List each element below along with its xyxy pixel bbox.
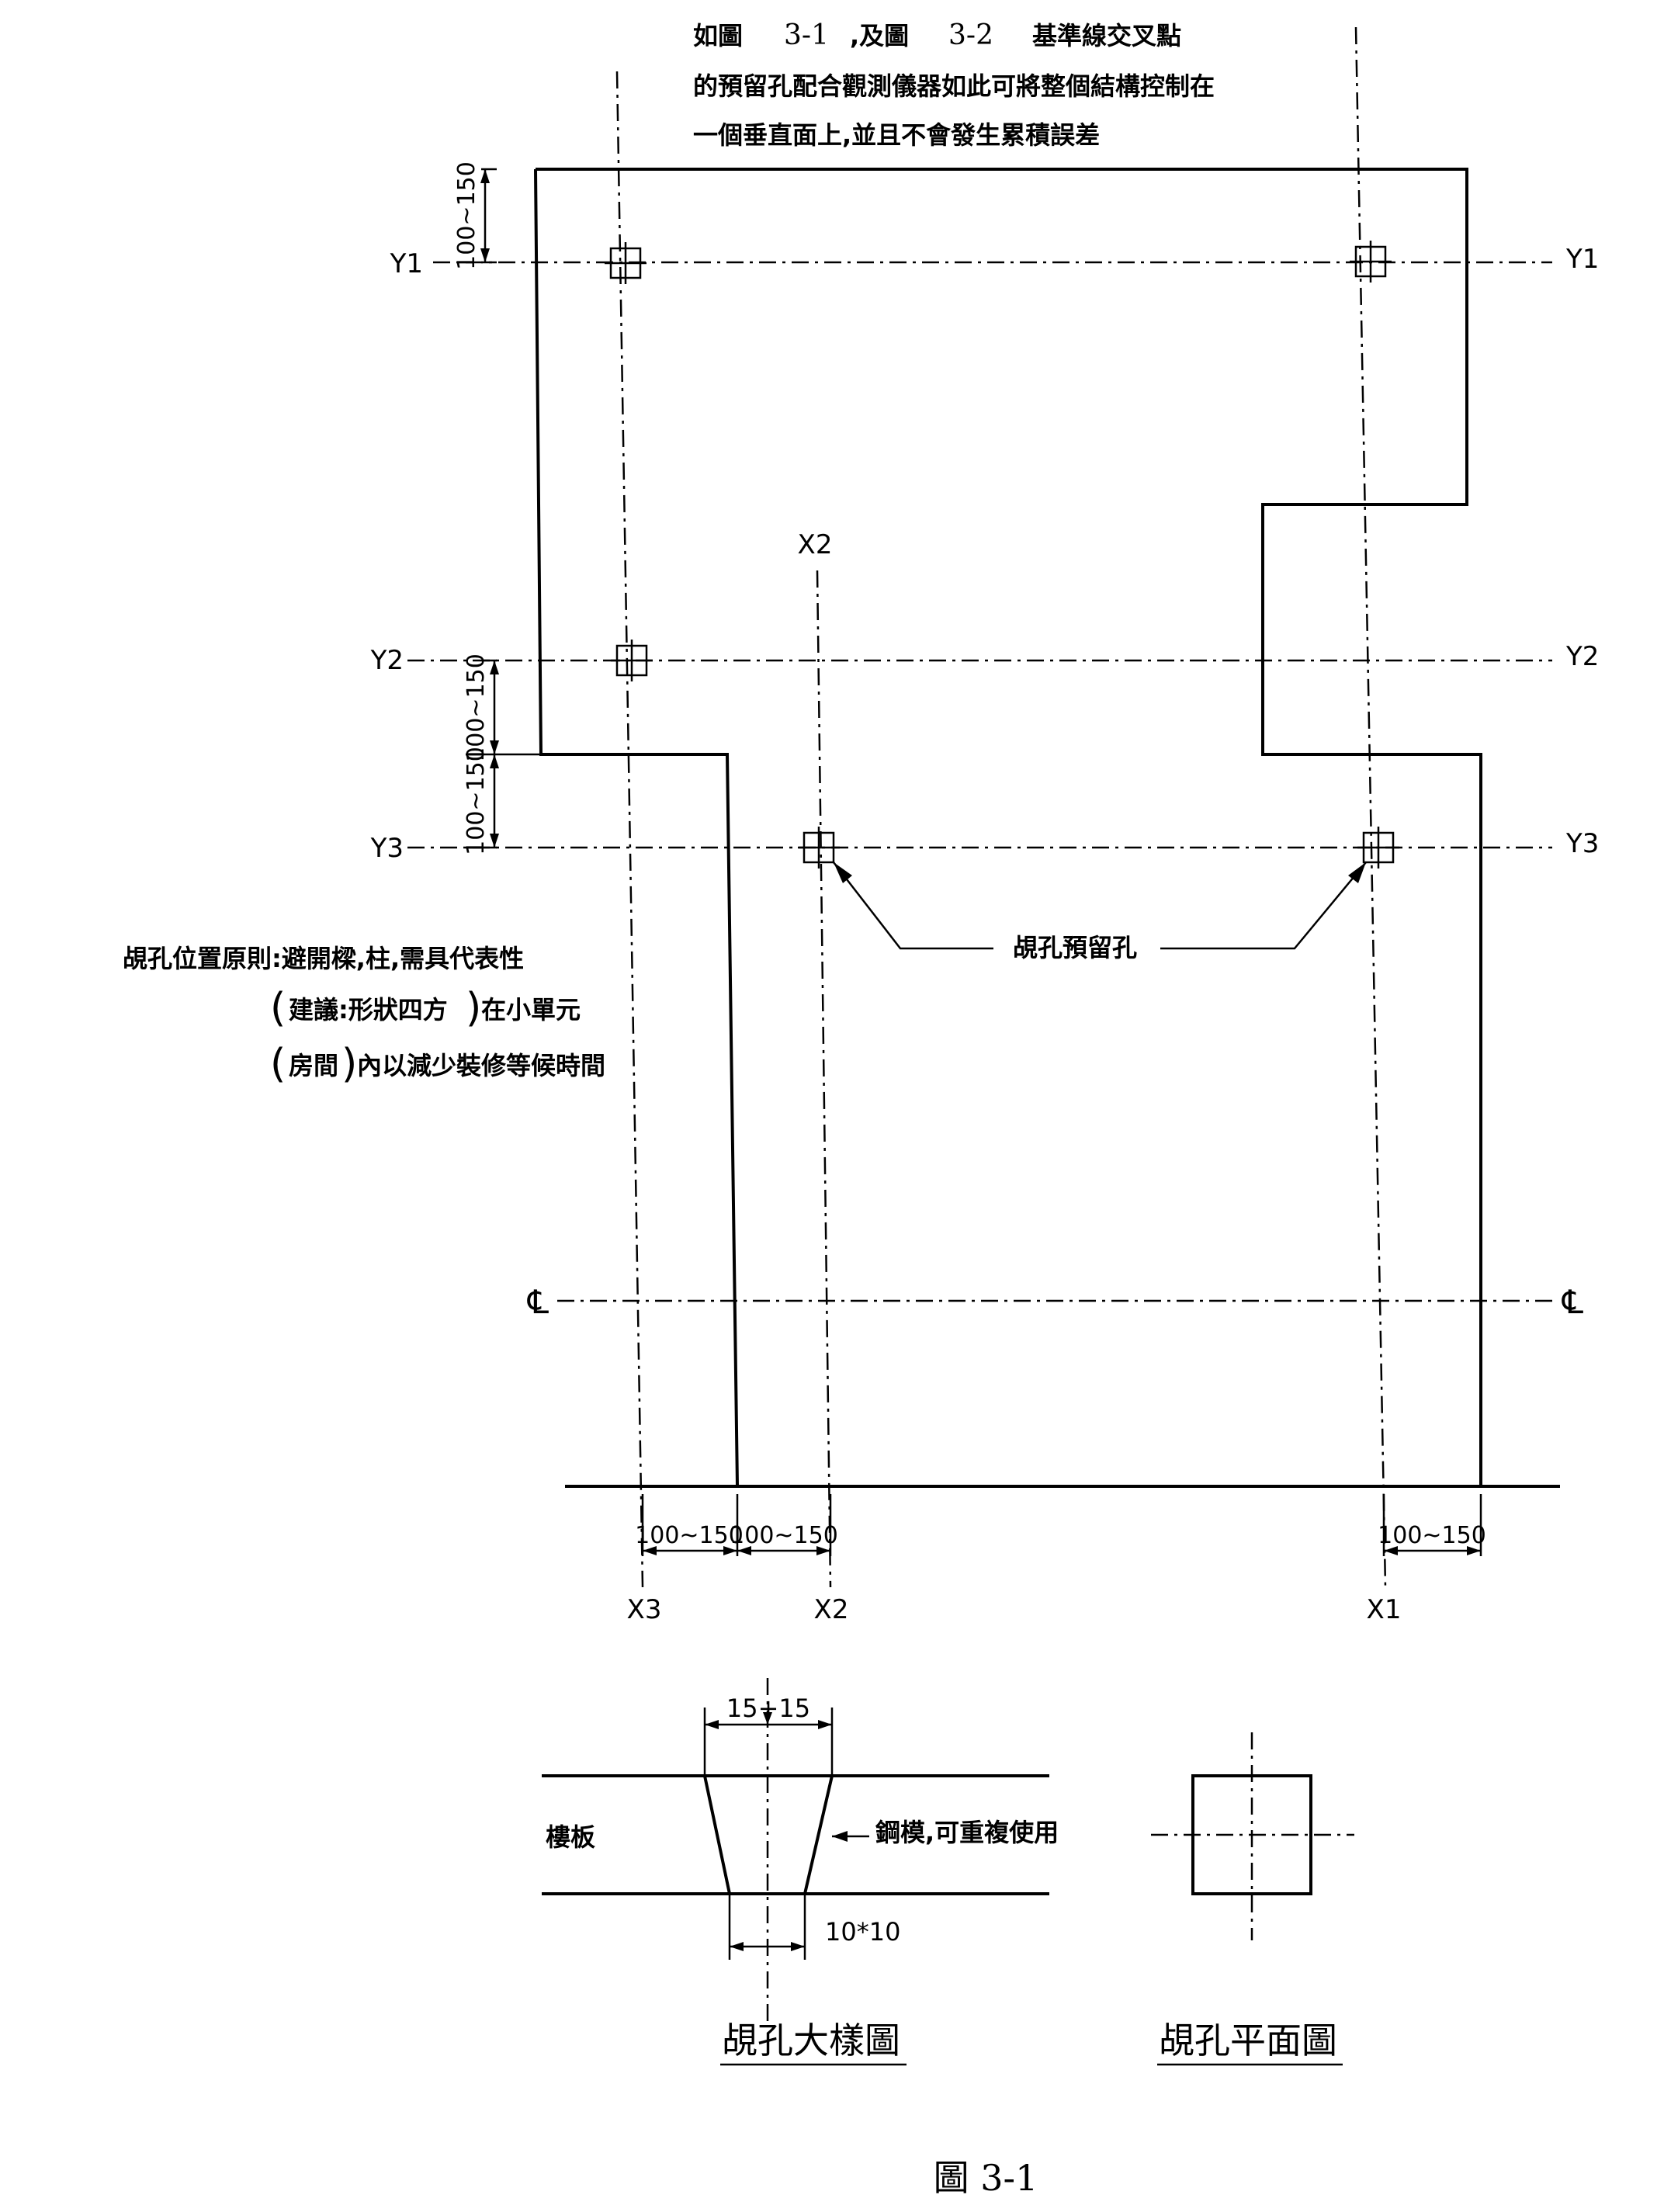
section-detail-title: 覘孔大樣圖 xyxy=(722,2020,900,2061)
label-y2-left: Y2 xyxy=(370,645,404,676)
dim-x2-offset: 100~150 xyxy=(730,1522,838,1549)
survey-hole-y1-x3 xyxy=(605,242,647,284)
survey-hole-y2-x3 xyxy=(611,640,653,681)
principle-line-2-close: ) xyxy=(466,985,481,1031)
principle-line-3-close: ) xyxy=(341,1041,357,1087)
label-y1-right: Y1 xyxy=(1565,244,1599,275)
principle-line-3-rest: 內以減少裝修等候時間 xyxy=(357,1051,605,1080)
survey-holes xyxy=(605,241,1399,869)
slab-label: 樓板 xyxy=(546,1822,595,1852)
label-cl-left: ℄ xyxy=(527,1283,549,1321)
label-y2-right: Y2 xyxy=(1565,641,1599,672)
principle-line-2-rest: 在小單元 xyxy=(481,995,581,1025)
dim-x3-offset: 100~150 xyxy=(635,1522,744,1549)
label-cl-right: ℄ xyxy=(1562,1283,1583,1321)
principle-line-2-suggestion: 建議:形狀四方 xyxy=(289,995,448,1025)
dim-x1-offset: 100~150 xyxy=(1378,1522,1486,1549)
label-x2-bottom: X2 xyxy=(814,1594,849,1625)
label-y3-left: Y3 xyxy=(370,833,404,864)
top-note-fig-3-2: 3-2 xyxy=(948,19,993,51)
label-y3-right: Y3 xyxy=(1565,828,1599,859)
top-note-datum-intersection: 基準線交叉點 xyxy=(1032,21,1181,50)
horizontal-dimensions: 100~150 100~150 100~150 xyxy=(635,1494,1486,1556)
hole-callout-label: 覘孔預留孔 xyxy=(1013,933,1137,962)
hole-section-detail: 15+15 10*10 樓板 鋼模,可重複使用 覘孔大樣圖 xyxy=(542,1678,1059,2066)
steel-mold-label: 鋼模,可重複使用 xyxy=(875,1818,1059,1847)
top-note-line-3: 一個垂直面上,並且不會發生累積誤差 xyxy=(693,120,1100,150)
dim-y3-offset: 100~150 xyxy=(463,747,490,855)
grid-labels: Y1 Y1 Y2 Y2 Y3 Y3 ℄ ℄ X2 X3 X2 X1 xyxy=(370,244,1600,1625)
label-y1-left: Y1 xyxy=(390,248,423,279)
survey-hole-y3-x2 xyxy=(798,827,840,869)
hole-plan-detail: 覘孔平面圖 xyxy=(1151,1732,1354,2066)
vertical-dimensions: 100~150 100~150 100~150 xyxy=(453,161,543,855)
top-note-fig-3-1: 3-1 xyxy=(784,19,829,51)
survey-hole-y3-x1 xyxy=(1357,827,1399,869)
principle-line-3-open: ( xyxy=(270,1041,286,1087)
principle-line-1: 覘孔位置原則:避開樑,柱,需具代表性 xyxy=(123,944,524,973)
dim-mold-top-width: 15+15 xyxy=(726,1694,810,1723)
top-note-word-and-fig: ,及圖 xyxy=(850,21,909,50)
dim-y1-offset: 100~150 xyxy=(453,161,480,270)
principle-line-3-room: 房間 xyxy=(289,1051,338,1080)
building-outline xyxy=(534,168,1482,1487)
steel-mold-shape xyxy=(702,1774,834,1895)
top-note: 如圖 3-1 ,及圖 3-2 基準線交叉點 的預留孔配合觀測儀器如此可將整個結構… xyxy=(693,19,1215,150)
dim-y2-offset: 100~150 xyxy=(463,654,490,762)
label-x1-bottom: X1 xyxy=(1367,1594,1402,1625)
figure-caption: 圖 3-1 xyxy=(934,2157,1038,2199)
dim-mold-bottom-width: 10*10 xyxy=(825,1917,900,1947)
grid-line-x2 xyxy=(816,570,832,1588)
hole-callout: 覘孔預留孔 xyxy=(833,862,1367,962)
principle-line-2-open: ( xyxy=(270,985,286,1031)
placement-principle-note: 覘孔位置原則:避開樑,柱,需具代表性 ( 建議:形狀四方 ) 在小單元 ( 房間… xyxy=(123,944,605,1087)
top-note-line-2: 的預留孔配合觀測儀器如此可將整個結構控制在 xyxy=(693,71,1215,101)
label-x3-bottom: X3 xyxy=(627,1594,662,1625)
plan-detail-title: 覘孔平面圖 xyxy=(1159,2020,1337,2061)
grid-line-x3 xyxy=(615,71,644,1588)
survey-hole-y1-x1 xyxy=(1350,241,1392,283)
label-x2-top: X2 xyxy=(798,529,833,560)
top-note-word-as-fig: 如圖 xyxy=(693,21,743,50)
